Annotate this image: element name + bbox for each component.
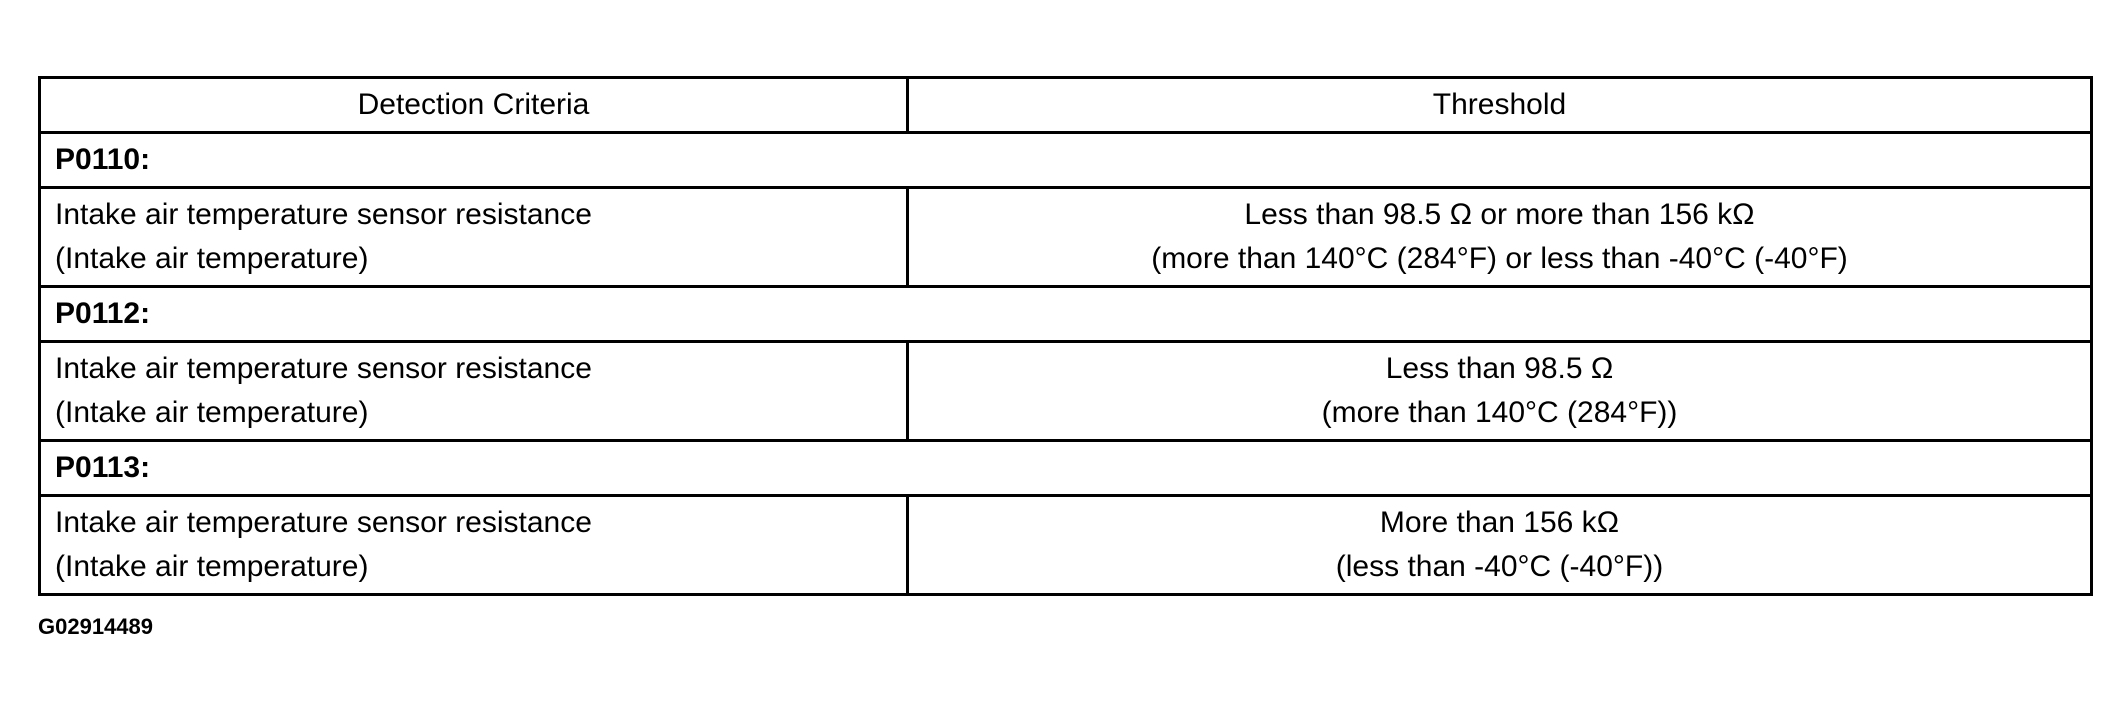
- section-code-row: P0112:: [38, 285, 2093, 343]
- table-row: Intake air temperature sensor resistance…: [38, 494, 2093, 596]
- threshold-text: More than 156 kΩ: [1379, 506, 1620, 539]
- threshold-text: Less than 98.5 Ω: [1385, 352, 1614, 385]
- header-threshold: Threshold: [906, 76, 2093, 134]
- dtc-code-p0113: P0113:: [38, 439, 2093, 497]
- threshold-cell: Less than 98.5 Ω (more than 140°C (284°F…: [906, 340, 2093, 442]
- criteria-text: Intake air temperature sensor resistance: [55, 198, 592, 231]
- threshold-subtext: (more than 140°C (284°F)): [1321, 396, 1678, 429]
- dtc-code-p0112: P0112:: [38, 285, 2093, 343]
- threshold-subtext: (more than 140°C (284°F) or less than -4…: [1151, 242, 1848, 275]
- detection-criteria-table: Detection Criteria Threshold P0110: Inta…: [38, 76, 2093, 596]
- criteria-text: Intake air temperature sensor resistance: [55, 506, 592, 539]
- criteria-cell: Intake air temperature sensor resistance…: [38, 186, 909, 288]
- section-code-row: P0110:: [38, 131, 2093, 189]
- header-detection-criteria: Detection Criteria: [38, 76, 909, 134]
- dtc-code-p0110: P0110:: [38, 131, 2093, 189]
- threshold-text: Less than 98.5 Ω or more than 156 kΩ: [1244, 198, 1755, 231]
- table-header-row: Detection Criteria Threshold: [38, 76, 2093, 134]
- criteria-cell: Intake air temperature sensor resistance…: [38, 340, 909, 442]
- criteria-text: Intake air temperature sensor resistance: [55, 352, 592, 385]
- criteria-subtext: (Intake air temperature): [55, 242, 369, 275]
- table-row: Intake air temperature sensor resistance…: [38, 340, 2093, 442]
- threshold-cell: More than 156 kΩ (less than -40°C (-40°F…: [906, 494, 2093, 596]
- criteria-subtext: (Intake air temperature): [55, 396, 369, 429]
- criteria-cell: Intake air temperature sensor resistance…: [38, 494, 909, 596]
- criteria-subtext: (Intake air temperature): [55, 550, 369, 583]
- section-code-row: P0113:: [38, 439, 2093, 497]
- figure-id: G02914489: [38, 614, 153, 639]
- table-row: Intake air temperature sensor resistance…: [38, 186, 2093, 288]
- threshold-cell: Less than 98.5 Ω or more than 156 kΩ (mo…: [906, 186, 2093, 288]
- threshold-subtext: (less than -40°C (-40°F)): [1335, 550, 1664, 583]
